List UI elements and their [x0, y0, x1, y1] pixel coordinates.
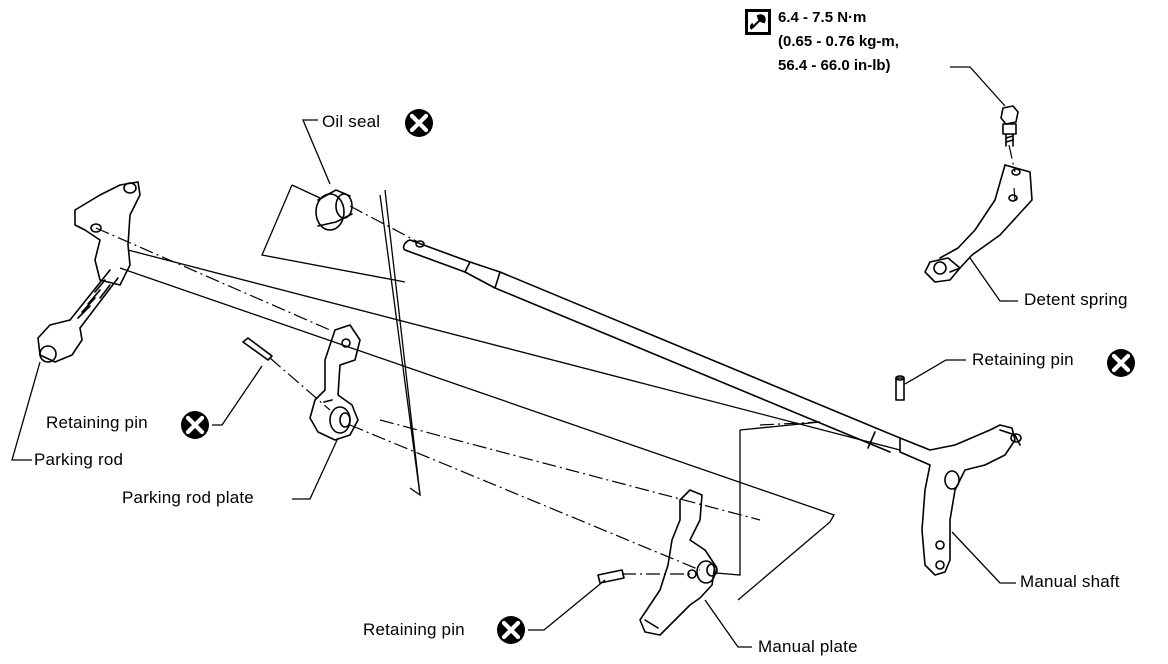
- label-retaining-pin-left: Retaining pin: [46, 413, 148, 432]
- label-parking-rod: Parking rod: [34, 450, 124, 469]
- leader-manual-shaft: [951, 531, 1016, 584]
- label-retaining-pin-right: Retaining pin: [972, 350, 1074, 369]
- manual-shaft-body: [402, 239, 901, 453]
- detent-spring-part: [924, 164, 1033, 283]
- torque-spec-line2: (0.65 - 0.76 kg-m,: [778, 33, 899, 50]
- leader-torque: [950, 66, 1006, 107]
- retaining-pin-left-part: [242, 337, 273, 361]
- label-manual-plate: Manual plate: [758, 637, 858, 656]
- label-detent-spring: Detent spring: [1024, 290, 1128, 309]
- label-manual-shaft: Manual shaft: [1020, 572, 1120, 591]
- oil-seal-part: [315, 189, 353, 231]
- retaining-pin-right-part: [895, 375, 905, 401]
- label-parking-rod-plate: Parking rod plate: [122, 488, 254, 507]
- leader-retaining-pin-left: [212, 365, 263, 426]
- label-retaining-pin-bottom: Retaining pin: [363, 620, 465, 639]
- manual-plate-part: [639, 489, 718, 636]
- detent-bolt: [1000, 105, 1019, 147]
- do-not-reuse-icon: [497, 616, 525, 644]
- retaining-pin-bottom-part: [597, 569, 625, 584]
- leader-detent-spring: [969, 257, 1018, 302]
- leader-parking-rod: [11, 361, 41, 461]
- torque-spec-line3: 56.4 - 66.0 in-lb): [778, 57, 891, 74]
- leader-retaining-pin-right: [904, 359, 966, 385]
- torque-spec-line1: 6.4 - 7.5 N·m: [778, 9, 867, 26]
- torque-wrench-icon: [745, 9, 771, 35]
- leader-retaining-pin-bottom: [528, 579, 606, 631]
- leader-manual-plate: [704, 599, 752, 648]
- leader-parking-rod-plate: [292, 437, 339, 500]
- parking-rod-plate-part: [309, 324, 361, 441]
- do-not-reuse-icon: [1107, 349, 1135, 377]
- manual-shaft-lever: [899, 424, 1022, 576]
- label-oil-seal: Oil seal: [322, 112, 381, 131]
- do-not-reuse-icon: [181, 411, 209, 439]
- do-not-reuse-icon: [405, 109, 433, 137]
- parking-rod-part: [37, 181, 141, 363]
- leader-oil-seal: [302, 119, 331, 185]
